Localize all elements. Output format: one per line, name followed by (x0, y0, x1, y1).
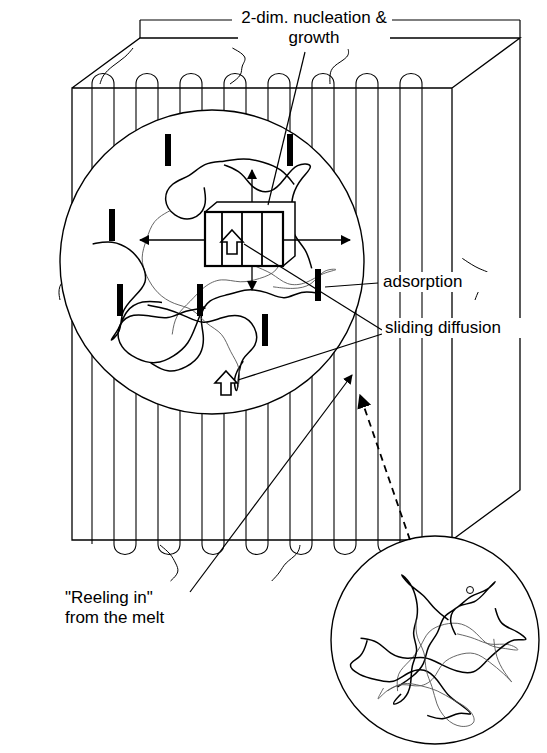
label: "Reeling in" from the melt (62, 588, 186, 629)
polymer-chain (272, 545, 300, 581)
lamella-block (59, 38, 520, 581)
label: 2-dim. nucleation & growth (238, 8, 390, 49)
polymer-chain (118, 306, 205, 362)
polymer-chain (100, 48, 133, 84)
polymer-chain (93, 242, 162, 340)
leader-lines (140, 20, 520, 592)
polymer-chain (350, 640, 470, 719)
label: adsorption (380, 272, 496, 292)
polymer-chain (160, 545, 178, 581)
growth-front-detail (60, 110, 364, 414)
polymer-chain (330, 48, 349, 84)
label: sliding diffusion (382, 318, 538, 338)
polymer-chain (230, 48, 245, 84)
polymer-chain (388, 620, 474, 727)
melt-detail (331, 536, 539, 744)
polymer-chain (151, 290, 321, 371)
